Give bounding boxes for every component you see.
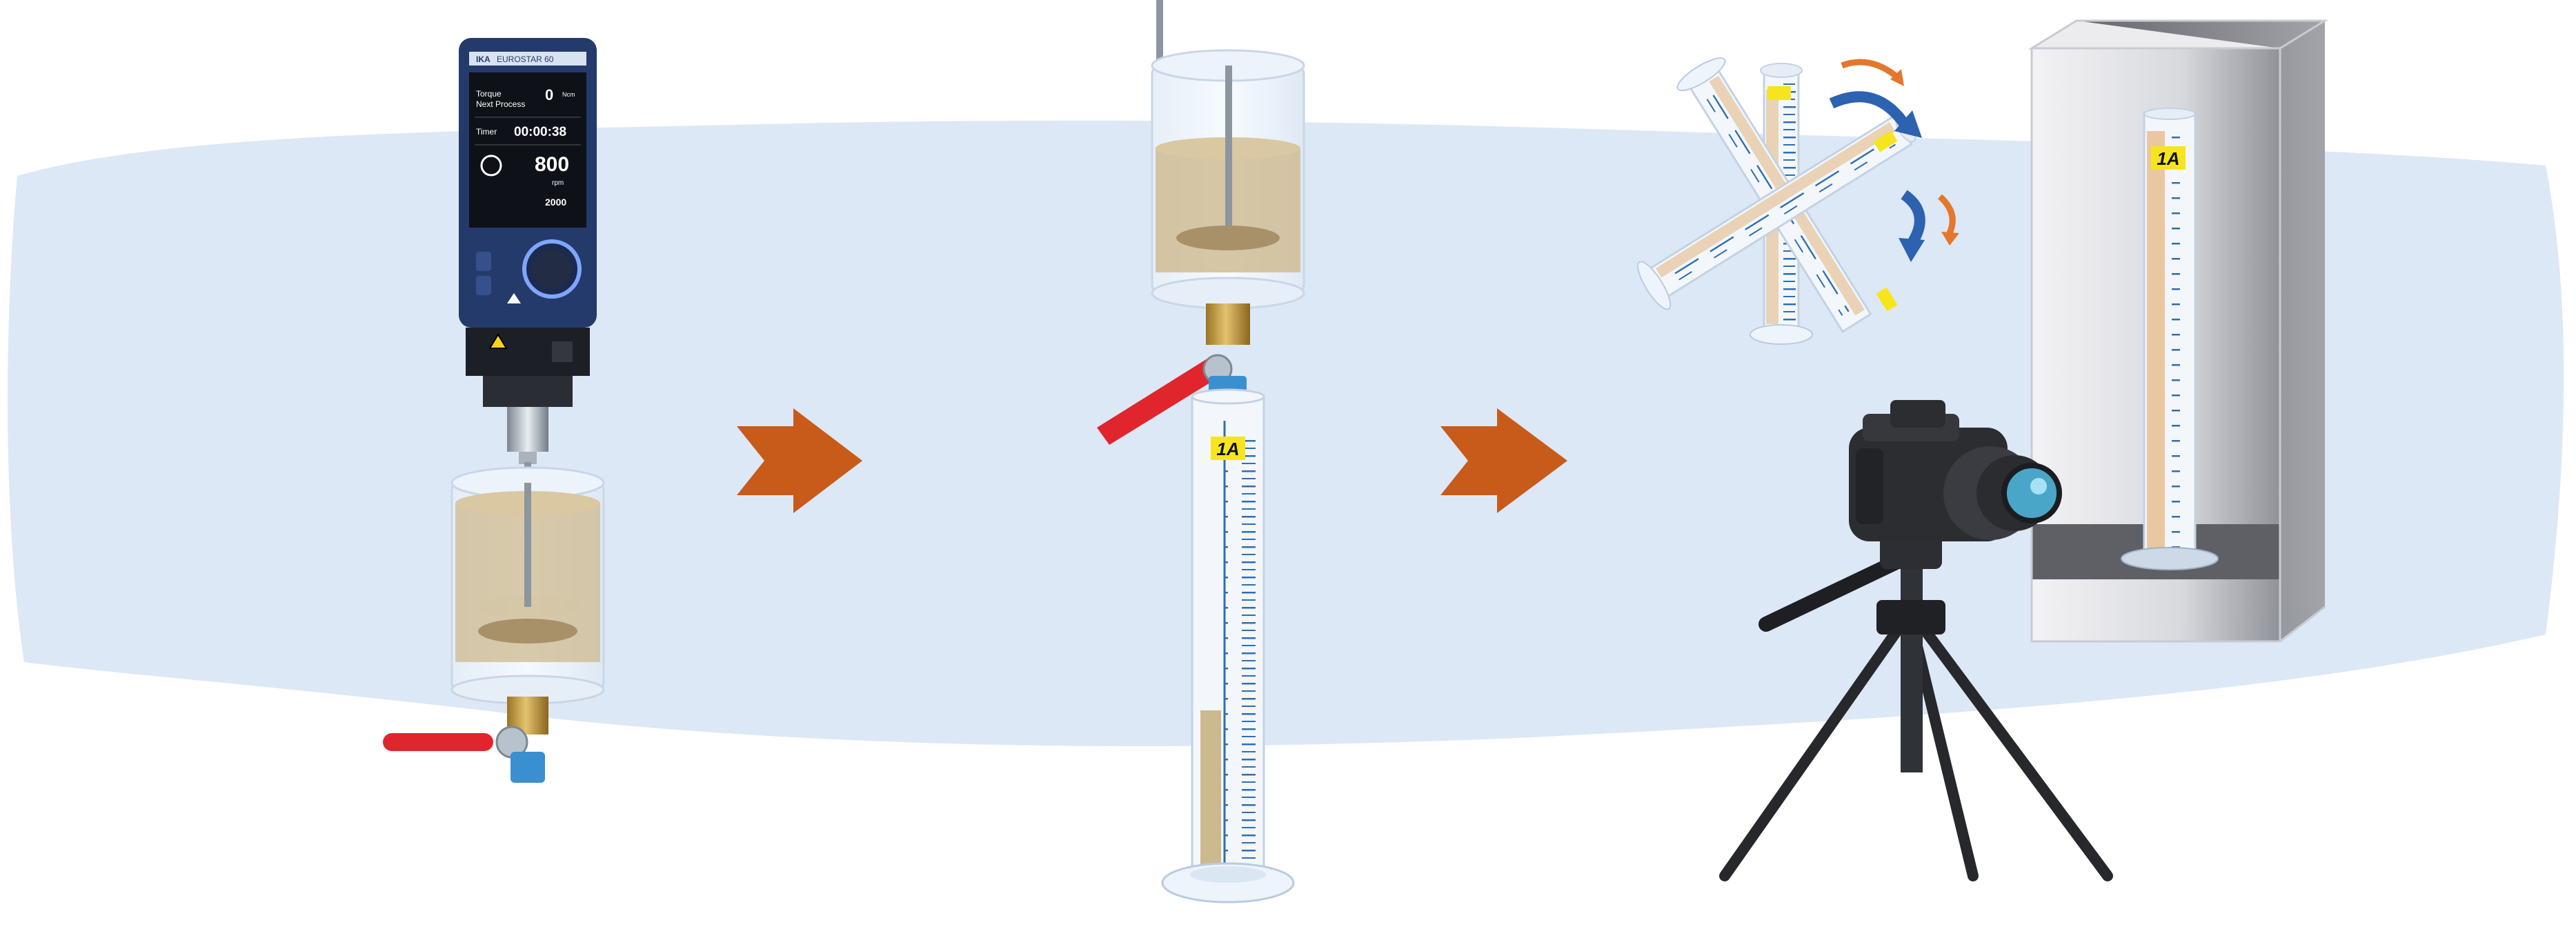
rotation-arrow-icon (1829, 91, 1910, 129)
ball-valve-icon (383, 697, 548, 783)
beaker-icon (1151, 0, 1305, 310)
tripod-icon (1719, 524, 2113, 881)
rotation-arrow-icon (1937, 194, 1956, 237)
process-arrow-icon (1440, 408, 1567, 513)
light-box-icon: 1A (2028, 19, 2329, 643)
lightbox-cylinder-label: 1A (2157, 148, 2179, 169)
rotation-arrow-icon (1841, 59, 1898, 79)
speed-unit: rpm (552, 179, 564, 187)
beaker-icon (450, 466, 605, 705)
overhead-stirrer-icon: IKA EUROSTAR 60 Torque Next Process 0 Nc… (459, 38, 597, 618)
torque-unit: Ncm (562, 91, 575, 98)
background-band (8, 120, 2564, 746)
torque-value: 0 (545, 86, 553, 103)
graduated-cylinder-icon (1637, 114, 1916, 310)
timer-value: 00:00:38 (514, 125, 566, 139)
process-arrow-icon (737, 408, 862, 513)
camera-icon (1849, 400, 2062, 541)
speed-value: 800 (535, 153, 569, 176)
stirrer-brand: IKA (476, 54, 491, 64)
torque-label: Torque (476, 89, 502, 99)
rotation-arrow-icon (1901, 190, 1925, 248)
graduated-cylinder-icon: 1A (2121, 108, 2219, 570)
inversion-diagram (1637, 57, 1959, 345)
graduated-cylinder-icon: 1A (1161, 388, 1295, 903)
next-process-label: Next Process (476, 99, 525, 109)
timer-label: Timer (476, 127, 497, 137)
rotation-icon (480, 154, 502, 177)
cylinder-label: 1A (1216, 439, 1239, 459)
stirrer-model: EUROSTAR 60 (497, 54, 554, 64)
speed-limit: 2000 (545, 197, 566, 208)
